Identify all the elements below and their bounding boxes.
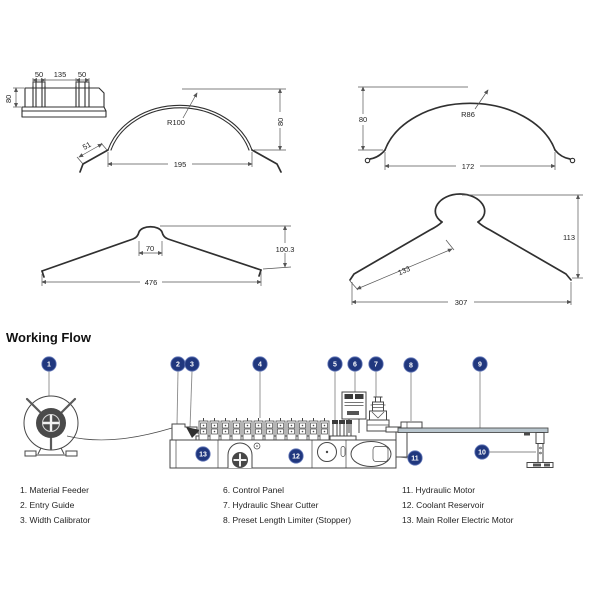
dim-label: 80	[359, 115, 367, 124]
legend-item: 11. Hydraulic Motor	[402, 485, 476, 495]
legend-column-1: 1. Material Feeder 2. Entry Guide 3. Wid…	[20, 483, 90, 529]
dim-label: 50	[35, 70, 43, 79]
dim-label: 100.3	[276, 245, 295, 254]
svg-text:4: 4	[258, 362, 262, 369]
svg-text:7: 7	[374, 362, 378, 369]
balloon-6: 6	[347, 356, 363, 372]
dim-label: 51	[81, 140, 93, 152]
roll-forming-stations	[195, 417, 337, 441]
balloon-4: 4	[252, 356, 268, 372]
radius-label: R86	[461, 110, 475, 119]
coil-hub-cross	[42, 414, 60, 432]
machine-line-drawing: 1 2 3 4 5 6 7 8 9 10 11 12 13	[23, 356, 554, 469]
svg-text:6: 6	[353, 362, 357, 369]
profile-ridge-flat: 70 100.3 476	[41, 225, 298, 287]
dim-label: 50	[78, 70, 86, 79]
profile-drawings: 80 50 135 50 51 195 80	[4, 70, 583, 307]
dim-label: 172	[462, 162, 475, 171]
legend-column-3: 11. Hydraulic Motor 12. Coolant Reservoi…	[402, 483, 513, 529]
table-surface	[397, 427, 549, 433]
balloon-5: 5	[327, 356, 343, 372]
balloon-11: 11	[407, 450, 423, 466]
profile-end-cap: 80 50 135 50	[4, 70, 107, 118]
svg-text:13: 13	[199, 452, 207, 459]
output-table	[397, 421, 554, 468]
legend-column-2: 6. Control Panel 7. Hydraulic Shear Cutt…	[223, 483, 351, 529]
legend-item: 12. Coolant Reservoir	[402, 500, 485, 511]
dim-label: 307	[455, 298, 468, 307]
legend-item: 6. Control Panel	[223, 485, 284, 495]
balloon-3: 3	[184, 356, 200, 372]
dim-label: 80	[276, 118, 285, 126]
balloon-1: 1	[41, 356, 57, 372]
balloon-13: 13	[195, 446, 211, 462]
svg-text:11: 11	[411, 456, 419, 463]
balloon-10: 10	[474, 444, 490, 460]
profile-arch-r100: 51 195 80 R100	[76, 88, 286, 173]
legend-item: 13. Main Roller Electric Motor	[402, 515, 514, 526]
svg-text:3: 3	[190, 362, 194, 369]
svg-text:2: 2	[176, 362, 180, 369]
profile-ridge-steep: 133 113 307	[349, 193, 583, 307]
table-leg	[535, 432, 545, 444]
svg-text:1: 1	[47, 362, 51, 369]
profile-arch-r86: 80 172 R86	[356, 86, 576, 171]
balloon-12: 12	[288, 448, 304, 464]
dim-label: 476	[145, 278, 158, 287]
width-calibrator	[186, 427, 200, 438]
hydraulic-shear-cutter	[366, 396, 403, 433]
svg-text:10: 10	[478, 450, 486, 457]
dim-label: 195	[174, 160, 187, 169]
legend-item: 8. Preset Length Limiter (Stopper)	[223, 515, 352, 526]
steel-strip	[66, 427, 173, 441]
control-panel	[341, 391, 367, 433]
balloon-8: 8	[403, 357, 419, 373]
forming-head	[329, 420, 357, 441]
length-limiter-stopper	[400, 421, 423, 429]
dim-label: 70	[146, 244, 154, 253]
legend-item: 7. Hydraulic Shear Cutter	[223, 500, 319, 511]
dim-label: 135	[54, 70, 67, 79]
legend-item: 2. Entry Guide	[20, 500, 75, 511]
svg-text:12: 12	[292, 454, 300, 461]
legend-item: 3. Width Calibrator	[20, 515, 91, 526]
svg-text:8: 8	[409, 363, 413, 370]
radius-label: R100	[167, 118, 185, 127]
dim-label: 80	[4, 95, 13, 103]
working-flow-heading: Working Flow	[6, 330, 91, 345]
balloon-9: 9	[472, 356, 488, 372]
legend-item: 1. Material Feeder	[20, 485, 89, 495]
balloon-7: 7	[368, 356, 384, 372]
svg-text:5: 5	[333, 362, 337, 369]
material-feeder-decoiler	[23, 395, 173, 457]
svg-text:9: 9	[478, 362, 482, 369]
hydraulic-motor-tank	[350, 441, 392, 467]
dim-label: 113	[563, 233, 575, 242]
balloons: 1 2 3 4 5 6 7 8 9 10 11 12 13	[41, 356, 490, 466]
balloon-2: 2	[170, 356, 186, 372]
dim-label: 133	[397, 264, 412, 277]
